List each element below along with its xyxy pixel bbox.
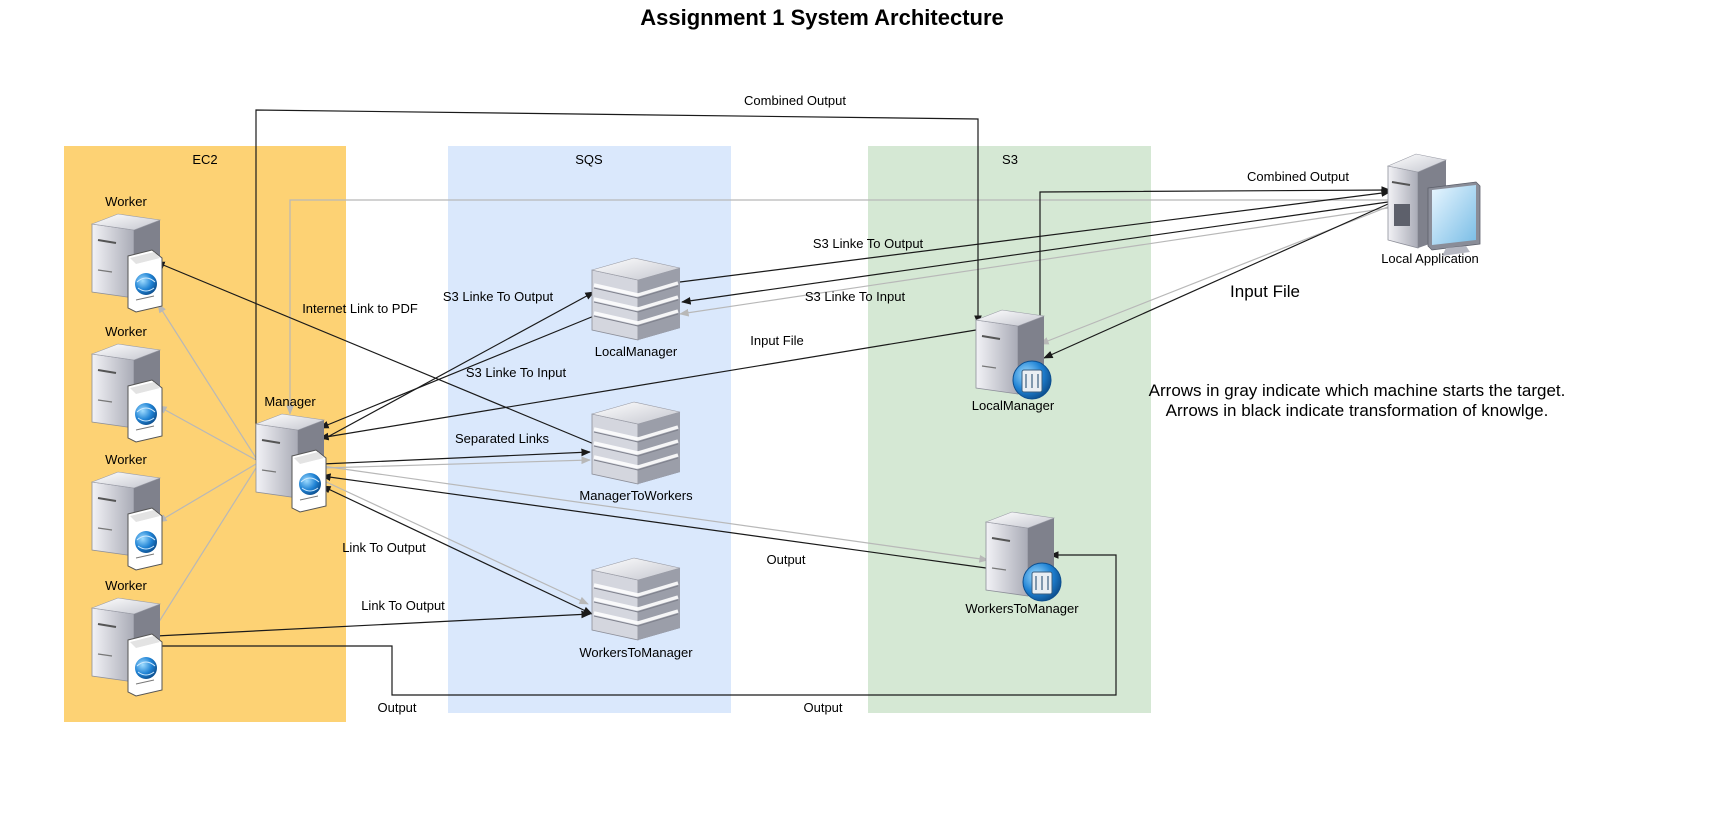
region-label-s3: S3 (1002, 152, 1018, 167)
edge-label-combined-output-top: Combined Output (744, 93, 846, 108)
edge-label-s3-link-output-left: S3 Linke To Output (443, 289, 554, 304)
worker-node-1: Worker (91, 194, 163, 313)
edge-label-input-file-large: Input File (1230, 282, 1300, 301)
arrow-manager-starts-worker3 (157, 463, 257, 523)
local-application-label: Local Application (1381, 251, 1479, 266)
region-label-sqs: SQS (575, 152, 603, 167)
queue-local-manager-label: LocalManager (595, 344, 678, 359)
legend-gray-arrows: Arrows in gray indicate which machine st… (1149, 381, 1566, 400)
worker-node-2: Worker (91, 324, 163, 443)
arrow-combined-output-top (255, 109, 982, 460)
arrow-input-file (319, 329, 977, 441)
black-arrows (155, 109, 1391, 696)
arrow-output-mid (321, 473, 987, 569)
queue-manager-to-workers: ManagerToWorkers (579, 400, 693, 503)
queue-workers-to-manager: WorkersToManager (579, 556, 693, 660)
edge-label-input-file: Input File (750, 333, 803, 348)
edge-label-output-bottom-right: Output (803, 700, 842, 715)
edge-label-s3-link-output-right: S3 Linke To Output (813, 236, 924, 251)
arrow-link-to-output-1 (321, 485, 593, 615)
worker-node-4: Worker (91, 578, 163, 697)
queue-local-manager: LocalManager (590, 256, 682, 359)
queue-stack-icon (590, 256, 682, 342)
worker-label: Worker (105, 194, 147, 209)
edge-label-internet-link-pdf: Internet Link to PDF (302, 301, 418, 316)
s3-workers-to-manager: WorkersToManager (965, 511, 1079, 616)
arrow-manager-starts-worker2 (157, 405, 257, 461)
server-storage-icon (985, 511, 1062, 602)
diagram-title: Assignment 1 System Architecture (640, 5, 1004, 30)
worker-label: Worker (105, 324, 147, 339)
arrow-link-to-output-2 (155, 610, 591, 637)
region-s3 (868, 146, 1151, 713)
arrow-app-starts-manager (286, 199, 1388, 415)
edge-label-output-mid: Output (766, 552, 805, 567)
queue-stack-icon (590, 556, 682, 642)
arrow-manager-starts-worker1 (157, 303, 257, 459)
local-application-node: Local Application (1381, 153, 1481, 266)
arrow-separated-links (321, 448, 591, 465)
edge-label-output-bottom-left: Output (377, 700, 416, 715)
s3-local-manager: LocalManager (972, 309, 1055, 413)
arrow-s3-link-input-left (319, 315, 595, 429)
edge-label-combined-output-right: Combined Output (1247, 169, 1349, 184)
arrow-manager-starts-managertoworkers (321, 456, 591, 469)
manager-label: Manager (264, 394, 316, 409)
arrow-internet-link-pdf (155, 261, 595, 445)
s3-workers-to-manager-label: WorkersToManager (965, 601, 1079, 616)
arrow-input-file-app (1043, 203, 1389, 359)
arrow-manager-starts-s3-workerstomanager (321, 465, 989, 563)
arrow-output-bottom (156, 551, 1117, 696)
arrow-s3-link-output-right (679, 189, 1391, 283)
edge-label-s3-link-input-right: S3 Linke To Input (805, 289, 906, 304)
arrow-s3-link-output-left (321, 291, 595, 441)
arrow-combined-output-right (1039, 186, 1391, 324)
worker-label: Worker (105, 578, 147, 593)
s3-local-manager-label: LocalManager (972, 398, 1055, 413)
arrow-s3-link-input-right (681, 201, 1389, 305)
legend-black-arrows: Arrows in black indicate transformation … (1166, 401, 1549, 420)
worker-node-3: Worker (91, 452, 163, 571)
region-sqs (448, 146, 731, 713)
queue-manager-to-workers-label: ManagerToWorkers (579, 488, 693, 503)
edge-label-link-to-output-2: Link To Output (361, 598, 445, 613)
edge-label-separated-links: Separated Links (455, 431, 549, 446)
desktop-computer-icon (1387, 153, 1481, 257)
arrow-app-starts-sqs-localmanager (679, 207, 1389, 317)
server-storage-icon (975, 309, 1052, 400)
arrow-manager-starts-worker4 (149, 467, 257, 637)
edge-label-s3-link-input-left: S3 Linke To Input (466, 365, 567, 380)
manager-node: Manager (255, 394, 327, 513)
queue-stack-icon (590, 400, 682, 486)
edge-label-link-to-output-1: Link To Output (342, 540, 426, 555)
region-label-ec2: EC2 (192, 152, 217, 167)
worker-label: Worker (105, 452, 147, 467)
queue-workers-to-manager-label: WorkersToManager (579, 645, 693, 660)
